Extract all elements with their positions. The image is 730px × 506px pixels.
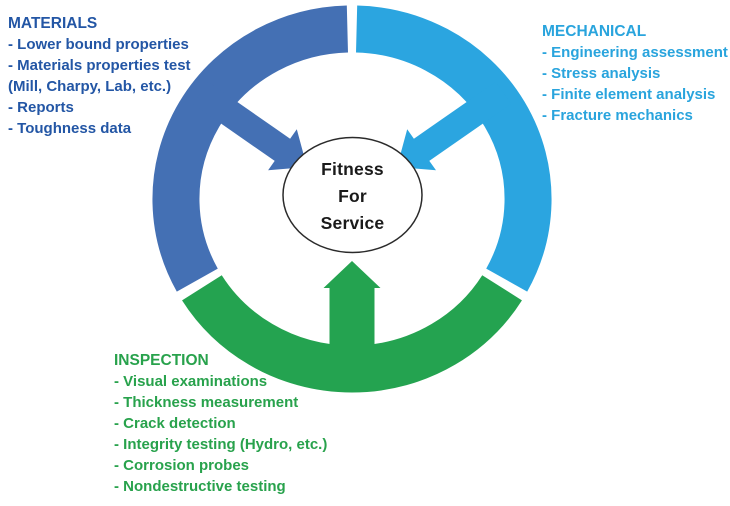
- mechanical-item: - Stress analysis: [542, 65, 661, 82]
- materials-item: - Lower bound properties: [8, 36, 189, 53]
- inspection-item: - Integrity testing (Hydro, etc.): [114, 436, 328, 453]
- center-label-line2: For: [338, 186, 367, 206]
- mechanical-arrow-icon: [397, 81, 512, 171]
- materials-item: (Mill, Charpy, Lab, etc.): [8, 78, 172, 95]
- inspection-item: - Crack detection: [114, 415, 236, 432]
- center-label: Fitness For Service: [283, 156, 422, 237]
- materials-heading: MATERIALS: [8, 15, 98, 32]
- inspection-item: - Thickness measurement: [114, 394, 299, 411]
- materials-section: MATERIALS - Lower bound properties - Mat…: [8, 13, 191, 139]
- mechanical-item: - Finite element analysis: [542, 86, 716, 103]
- mechanical-section: MECHANICAL - Engineering assessment - St…: [542, 21, 728, 126]
- mechanical-heading: MECHANICAL: [542, 23, 647, 40]
- materials-item: - Toughness data: [8, 120, 132, 137]
- inspection-arrow-icon: [323, 261, 381, 390]
- materials-item: - Materials properties test: [8, 57, 191, 74]
- mechanical-item: - Engineering assessment: [542, 44, 728, 61]
- inspection-item: - Nondestructive testing: [114, 478, 286, 495]
- center-label-line1: Fitness: [321, 159, 384, 179]
- mechanical-item: - Fracture mechanics: [542, 107, 693, 124]
- center-label-line3: Service: [320, 213, 385, 233]
- inspection-item: - Visual examinations: [114, 373, 268, 390]
- materials-item: - Reports: [8, 99, 74, 116]
- mechanical-ring-segment: [355, 5, 552, 292]
- inspection-item: - Corrosion probes: [114, 457, 250, 474]
- materials-arrow-icon: [192, 81, 307, 171]
- inspection-heading: INSPECTION: [114, 352, 209, 369]
- center-circle: [282, 136, 423, 254]
- inspection-section: INSPECTION - Visual examinations - Thick…: [114, 350, 327, 497]
- materials-ring-segment: [152, 5, 349, 292]
